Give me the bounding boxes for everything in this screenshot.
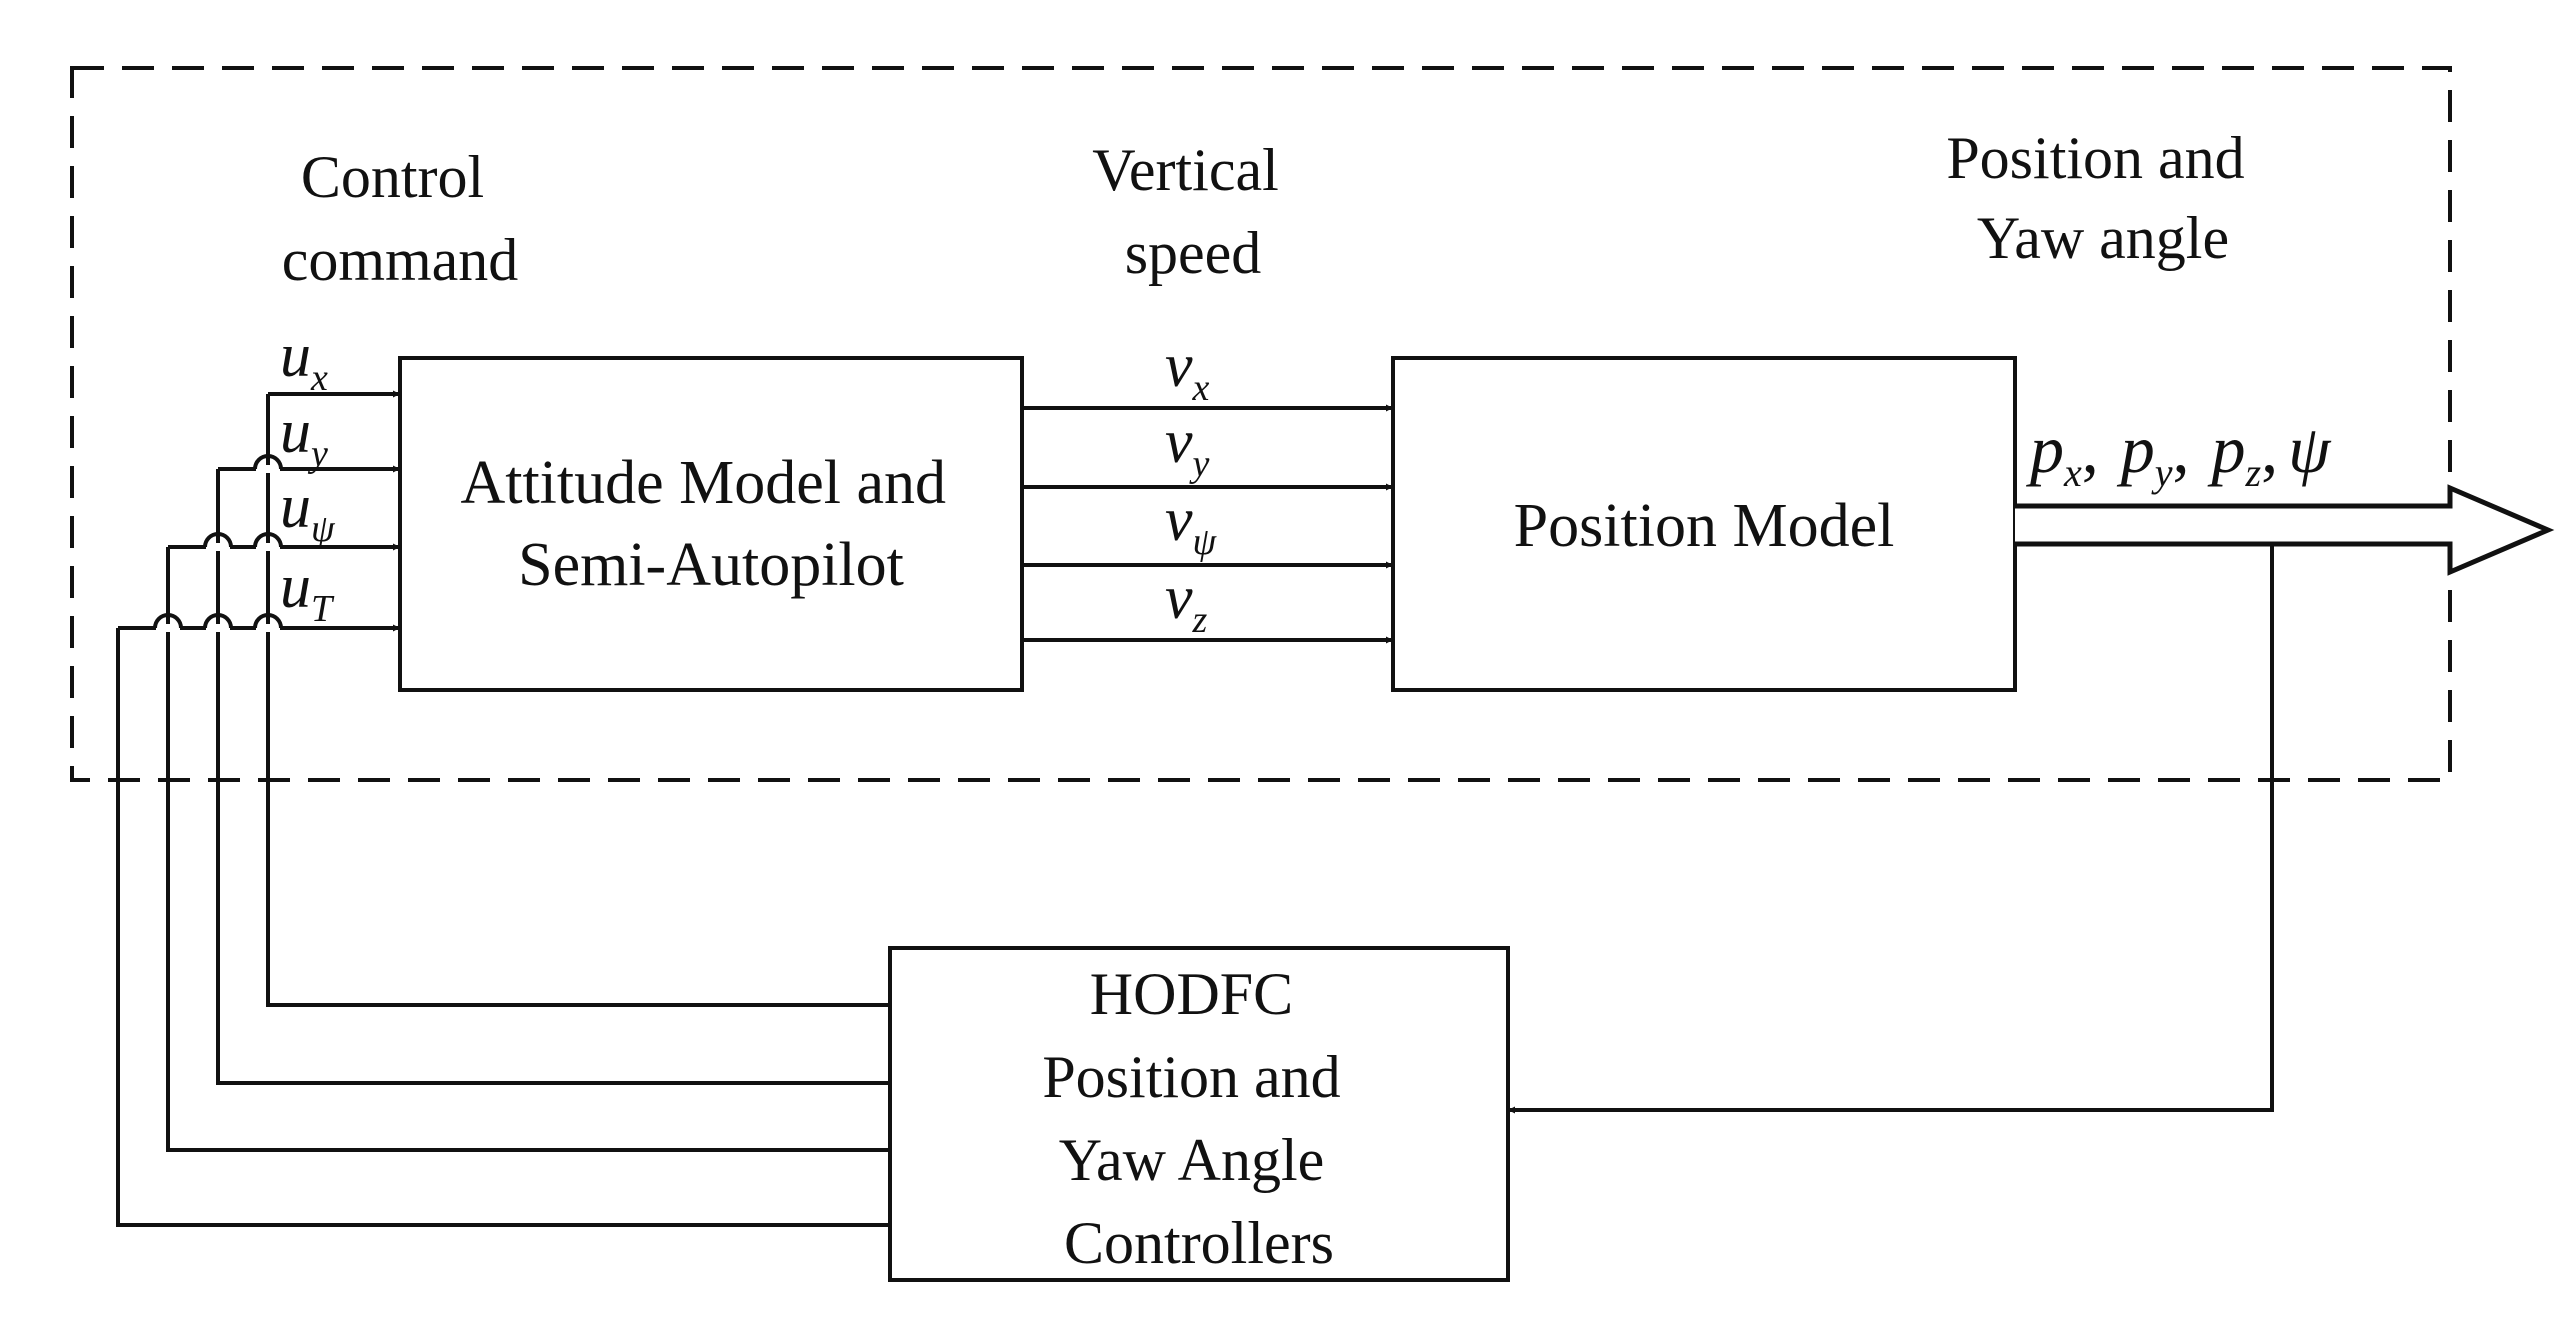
position-yaw-line-2: Yaw angle: [1977, 205, 2229, 271]
output-symbols: px,py,pz,ψ: [2026, 411, 2332, 495]
output-psi: ψ: [2288, 411, 2332, 487]
hodfc-controller-block: [888, 946, 1510, 1282]
attitude-model-block: [398, 356, 1024, 692]
control-command-line-2: command: [282, 227, 519, 293]
feedback-output-to-controller: [1508, 544, 2274, 1114]
input-symbol-ux: ux: [280, 322, 328, 399]
controller-line-4: Controllers: [1064, 1210, 1334, 1276]
position-yaw-label: Position and Yaw angle: [1946, 125, 2259, 271]
input-symbol-uy: uy: [280, 398, 328, 475]
attitude-line-2: Semi-Autopilot: [518, 531, 904, 599]
feedback-wire-upsi: [166, 547, 890, 1152]
speed-symbol-vx: vx: [1165, 332, 1210, 409]
output-sep-3: ,: [2261, 411, 2278, 487]
crossover-hops: [153, 454, 283, 632]
system-boundary: [70, 66, 2452, 782]
output-px-sub: x: [2063, 450, 2082, 495]
control-command-label: Control command: [282, 144, 519, 293]
speed-symbols: vx vy vψ vz: [1165, 332, 1218, 641]
feedback-wire-ut: [116, 628, 890, 1227]
control-command-line-1: Control: [301, 144, 484, 210]
feedback-wire-uy: [216, 469, 890, 1085]
vertical-speed-label: Vertical speed: [1092, 137, 1294, 286]
controller-line-2: Position and: [1042, 1044, 1340, 1110]
output-sep-1: ,: [2082, 411, 2099, 487]
output-px: p: [2026, 411, 2064, 487]
output-sep-2: ,: [2173, 411, 2190, 487]
output-pz: p: [2208, 411, 2246, 487]
vertical-speed-line-1: Vertical: [1092, 137, 1279, 203]
output-pz-sub: z: [2245, 450, 2262, 495]
vertical-speed-line-2: speed: [1125, 220, 1262, 286]
input-symbol-ut: uT: [280, 553, 335, 630]
input-symbol-upsi: uψ: [280, 473, 336, 550]
feedback-wire-ux: [266, 394, 890, 1007]
output-py: p: [2117, 411, 2155, 487]
controller-line-3: Yaw Angle: [1059, 1127, 1325, 1193]
position-yaw-line-1: Position and: [1946, 125, 2244, 191]
speed-symbol-vy: vy: [1165, 408, 1210, 485]
position-model-label: Position Model: [1514, 492, 1895, 560]
attitude-model-label: Attitude Model and Semi-Autopilot: [460, 449, 961, 599]
output-bus-arrow: [2015, 484, 2555, 576]
output-py-sub: y: [2151, 450, 2173, 495]
controller-line-1: HODFC: [1090, 961, 1293, 1027]
hodfc-controller-label: HODFC Position and Yaw Angle Controllers: [1042, 961, 1355, 1276]
input-symbols: ux uy uψ uT: [280, 322, 336, 630]
speed-symbol-vpsi: vψ: [1165, 486, 1218, 563]
speed-symbol-vz: vz: [1165, 564, 1208, 641]
attitude-line-1: Attitude Model and: [460, 449, 946, 517]
